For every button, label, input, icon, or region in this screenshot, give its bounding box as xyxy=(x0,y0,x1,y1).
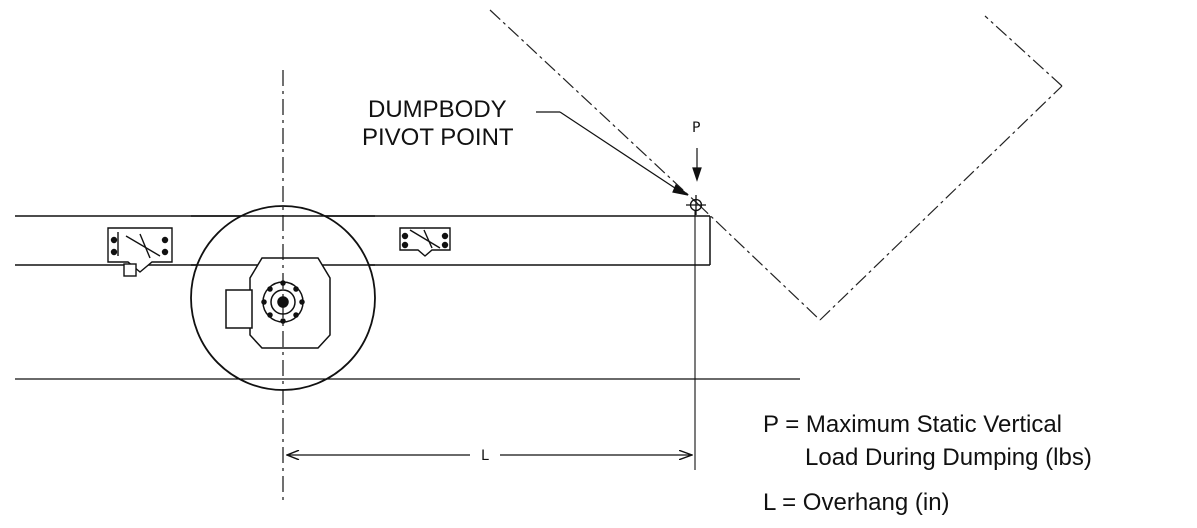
callout-leader xyxy=(536,111,689,196)
callout-line-2: PIVOT POINT xyxy=(362,124,514,151)
legend-p-line-1: P = Maximum Static Vertical xyxy=(763,411,1062,438)
callout-line-1: DUMPBODY xyxy=(368,96,507,123)
load-marker-label: P xyxy=(692,120,700,136)
dimension-marker-label: L xyxy=(481,448,489,464)
pivot-point-symbol xyxy=(686,195,706,215)
legend: P = Maximum Static Vertical Load During … xyxy=(763,411,1092,516)
dump-body-outline xyxy=(489,9,1063,321)
axle-hub xyxy=(225,257,331,349)
legend-p-line-2: Load During Dumping (lbs) xyxy=(805,444,1092,471)
load-arrow xyxy=(692,148,702,182)
spring-hanger-left xyxy=(107,227,173,277)
legend-l-line: L = Overhang (in) xyxy=(763,489,950,516)
spring-hanger-right xyxy=(399,227,451,257)
